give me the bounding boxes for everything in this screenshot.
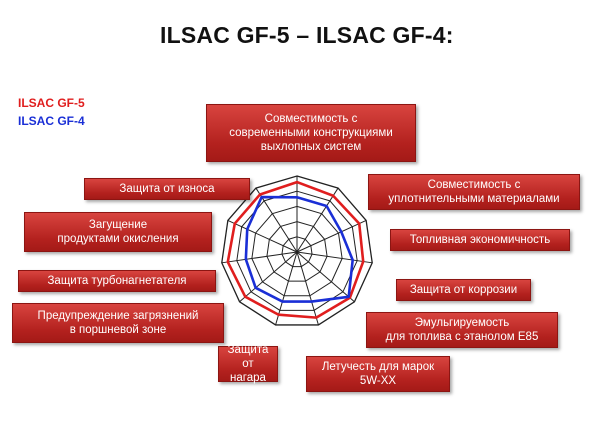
grid-ring-2 [266,221,328,282]
series-line-gf4 [244,195,354,303]
grid-spoke-10 [255,187,298,253]
axis-label-exhaust-compat: Совместимость с современными конструкция… [206,104,416,162]
axis-label-wear-protection: Защита от износа [84,178,250,200]
grid-ring-5 [221,175,373,326]
radar-series [226,180,365,319]
grid-spoke-4 [296,251,355,303]
grid-ring-4 [236,190,358,311]
axis-label-deposit-protection: Защита от нагара [218,344,278,384]
axis-label-seal-compat: Совместимость с уплотнительными материал… [368,174,580,210]
axis-label-e85-emulsion: Эмульгируемость для топлива с этанолом Е… [366,312,558,348]
axis-label-turbo-protection: Защита турбонагнетателя [18,270,216,292]
axis-label-corrosion: Защита от коррозии [396,279,531,301]
axis-label-piston-deposits: Предупреждение загрязнений в поршневой з… [12,303,224,343]
grid-spoke-2 [296,219,367,253]
radar-grid [221,175,373,326]
grid-spoke-7 [239,251,298,303]
axis-label-oxidation-thickening: Загущение продуктами окисления [24,212,212,252]
grid-spoke-1 [296,187,339,253]
grid-spoke-6 [275,251,298,326]
axis-label-fuel-economy: Топливная экономичность [390,229,570,251]
axis-label-volatility: Летучесть для марок 5W-XX [306,356,450,392]
grid-ring-1 [281,236,313,268]
grid-spoke-5 [296,251,319,326]
grid-ring-3 [251,205,343,297]
legend-item-gf4: ILSAC GF-4 [18,114,85,128]
chart-title: ILSAC GF-5 – ILSAC GF-4: [160,22,454,48]
series-line-gf5 [226,180,365,319]
legend-item-gf5: ILSAC GF-5 [18,96,85,110]
grid-spoke-9 [227,219,298,253]
grid-spoke-8 [221,251,298,264]
grid-spoke-3 [296,251,373,264]
